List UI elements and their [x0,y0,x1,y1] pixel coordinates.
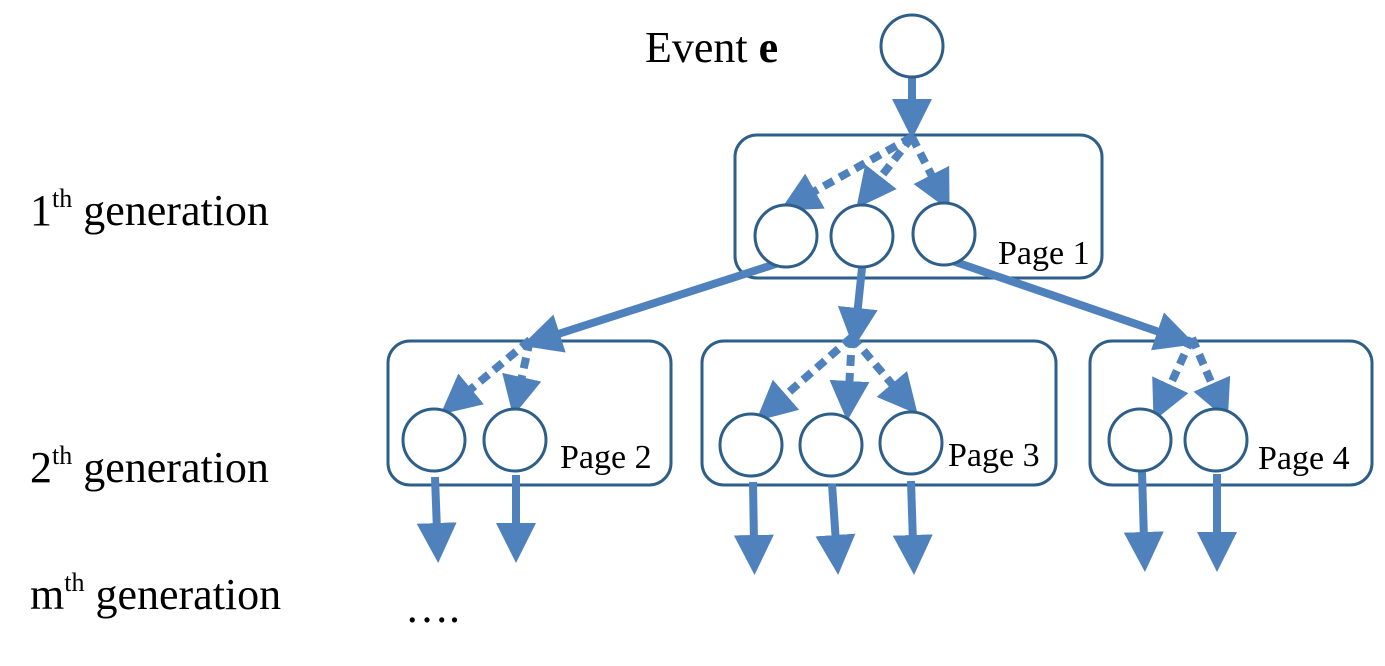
edge-p1n3-to-page4 [942,254,1196,351]
dotted-edge-page3-b [829,336,870,421]
edge-p1n1-to-page2 [521,256,790,353]
dotted-edge-page2-b [502,339,542,417]
continuation-dots: …. [405,583,460,632]
page3-node-1 [718,412,784,478]
dotted-edge-page4-b [1188,336,1231,421]
dotted-edge-page3-a [755,333,855,422]
edge-out-p3n1 [733,481,774,575]
edge-p1n2-to-page3 [837,267,878,348]
event-label: Event e [645,23,778,72]
dotted-edge-page3-c [848,334,918,415]
page1-node-1 [753,203,819,269]
page-label-2: Page 2 [560,439,652,476]
dotted-edge-page1-c [908,135,950,211]
dotted-edge-page4-a [1152,336,1196,422]
event-node [879,13,945,79]
edge-out-p4n1 [1123,471,1164,572]
page-label-3: Page 3 [948,437,1040,474]
page2-node-2 [482,407,548,473]
page3-node-2 [798,412,864,478]
dotted-edge-page1-b [856,134,916,209]
page4-node-1 [1107,407,1173,473]
page-label-1: Page 1 [998,235,1090,272]
page-box-3 [700,339,1058,487]
generation-label-m: mth generation [30,568,281,619]
generation-label-1: 1th generation [30,184,269,235]
page4-node-2 [1183,407,1249,473]
page3-node-3 [878,410,944,476]
edge-out-p3n3 [892,480,933,575]
page-box-4 [1088,339,1374,487]
dotted-edge-page2-a [440,336,533,415]
page2-node-1 [401,407,467,473]
edge-out-p3n2 [815,483,856,575]
page1-node-3 [911,201,977,267]
page1-node-2 [829,203,895,269]
dotted-edge-page1-a [780,133,914,211]
page-label-4: Page 4 [1258,440,1350,477]
edge-out-p2n1 [416,476,457,563]
generation-label-2: 2th generation [30,441,269,492]
